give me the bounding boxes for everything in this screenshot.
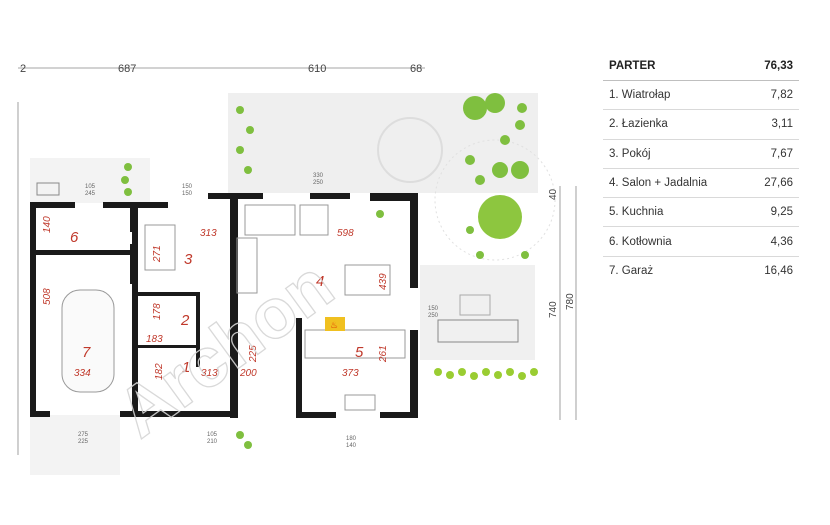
row-label: 4. Salon + Jadalnia	[609, 177, 708, 190]
side-terrace	[420, 265, 535, 360]
garden-table	[377, 117, 443, 183]
table-row: 3. Pokój 7,67	[603, 140, 799, 169]
window-6-height: 140	[346, 443, 357, 449]
window-2-height: 150	[182, 191, 193, 197]
dim-373: 373	[342, 368, 359, 379]
dim-598: 598	[337, 228, 354, 239]
window-4-width: 150	[428, 306, 439, 312]
table-total: 76,33	[764, 60, 793, 72]
row-label: 2. Łazienka	[609, 118, 668, 131]
table-row: 4. Salon + Jadalnia 27,66	[603, 169, 799, 199]
dim-178: 178	[152, 303, 163, 320]
dim-140: 140	[42, 216, 53, 233]
dim-200: 200	[239, 368, 257, 379]
dim-top-610: 610	[308, 63, 326, 75]
row-value: 7,82	[770, 89, 793, 102]
floor-plan: ♨ 2 687 610 68 40 740 780 6 3 4 2 5 1 7 …	[17, 63, 577, 475]
dim-top-68: 68	[410, 63, 422, 75]
table-header: PARTER 76,33	[603, 52, 799, 81]
dim-225: 225	[248, 345, 259, 363]
lounger	[459, 294, 491, 316]
bench	[36, 182, 60, 196]
dim-top-2: 2	[20, 63, 26, 75]
window-2-width: 150	[182, 184, 193, 190]
row-value: 27,66	[764, 177, 793, 190]
dim-261: 261	[378, 345, 389, 363]
hedge	[434, 368, 538, 380]
room-number-1: 1	[182, 359, 190, 376]
row-label: 3. Pokój	[609, 147, 651, 160]
dim-508: 508	[42, 288, 53, 305]
window-6-width: 180	[346, 436, 357, 442]
dim-313b: 313	[201, 368, 218, 379]
window-3-height: 250	[313, 180, 324, 186]
room-number-7: 7	[82, 344, 91, 361]
room-number-3: 3	[184, 251, 193, 268]
furniture	[144, 204, 406, 411]
window-1-width: 105	[85, 184, 96, 190]
dim-271: 271	[152, 245, 163, 263]
dim-right-740: 740	[548, 301, 559, 318]
window-4-height: 250	[428, 313, 439, 319]
row-value: 3,11	[771, 118, 793, 131]
dim-right-780: 780	[565, 293, 576, 310]
window-1-height: 245	[85, 191, 96, 197]
fireplace	[325, 317, 345, 331]
table-row: 1. Wiatrołap 7,82	[603, 81, 799, 111]
row-label: 7. Garaż	[609, 265, 654, 278]
row-value: 4,36	[770, 235, 793, 248]
room-number-6: 6	[70, 229, 79, 246]
car-icon	[61, 289, 115, 393]
row-label: 6. Kotłownia	[609, 235, 672, 248]
table-row: 6. Kotłownia 4,36	[603, 227, 799, 257]
table-row: 2. Łazienka 3,11	[603, 110, 799, 140]
dim-182: 182	[154, 363, 165, 380]
row-value: 7,67	[770, 147, 793, 160]
sofa-outdoor	[437, 319, 519, 343]
window-7-height: 225	[78, 439, 89, 445]
walls	[30, 193, 418, 418]
dim-top-687: 687	[118, 63, 136, 75]
garden-path	[434, 139, 556, 261]
room-number-5: 5	[355, 344, 364, 361]
row-label: 5. Kuchnia	[609, 206, 664, 219]
row-value: 9,25	[770, 206, 793, 219]
room-number-2: 2	[180, 312, 190, 329]
table-title: PARTER	[609, 60, 656, 72]
dim-183: 183	[146, 334, 163, 345]
window-5-height: 210	[207, 439, 218, 445]
window-3-width: 330	[313, 173, 324, 179]
dim-313a: 313	[200, 228, 217, 239]
dim-334: 334	[74, 368, 91, 379]
plants	[121, 93, 529, 449]
room-number-4: 4	[316, 273, 324, 290]
front-paving	[30, 415, 120, 475]
area-table: PARTER 76,33 1. Wiatrołap 7,82 2. Łazien…	[603, 52, 799, 286]
window-7-width: 275	[78, 432, 89, 438]
fire-icon: ♨	[330, 320, 338, 330]
watermark-logo: Archon	[103, 245, 347, 452]
table-row: 7. Garaż 16,46	[603, 257, 799, 286]
dim-right-40: 40	[548, 188, 559, 200]
row-label: 1. Wiatrołap	[609, 89, 671, 102]
table-row: 5. Kuchnia 9,25	[603, 198, 799, 228]
dim-439: 439	[378, 273, 389, 290]
window-5-width: 105	[207, 432, 218, 438]
dimension-lines	[17, 67, 577, 455]
floor-plan-drawing: ♨ 2 687 610 68 40 740 780 6 3 4 2 5 1 7 …	[17, 63, 577, 475]
row-value: 16,46	[764, 265, 793, 278]
